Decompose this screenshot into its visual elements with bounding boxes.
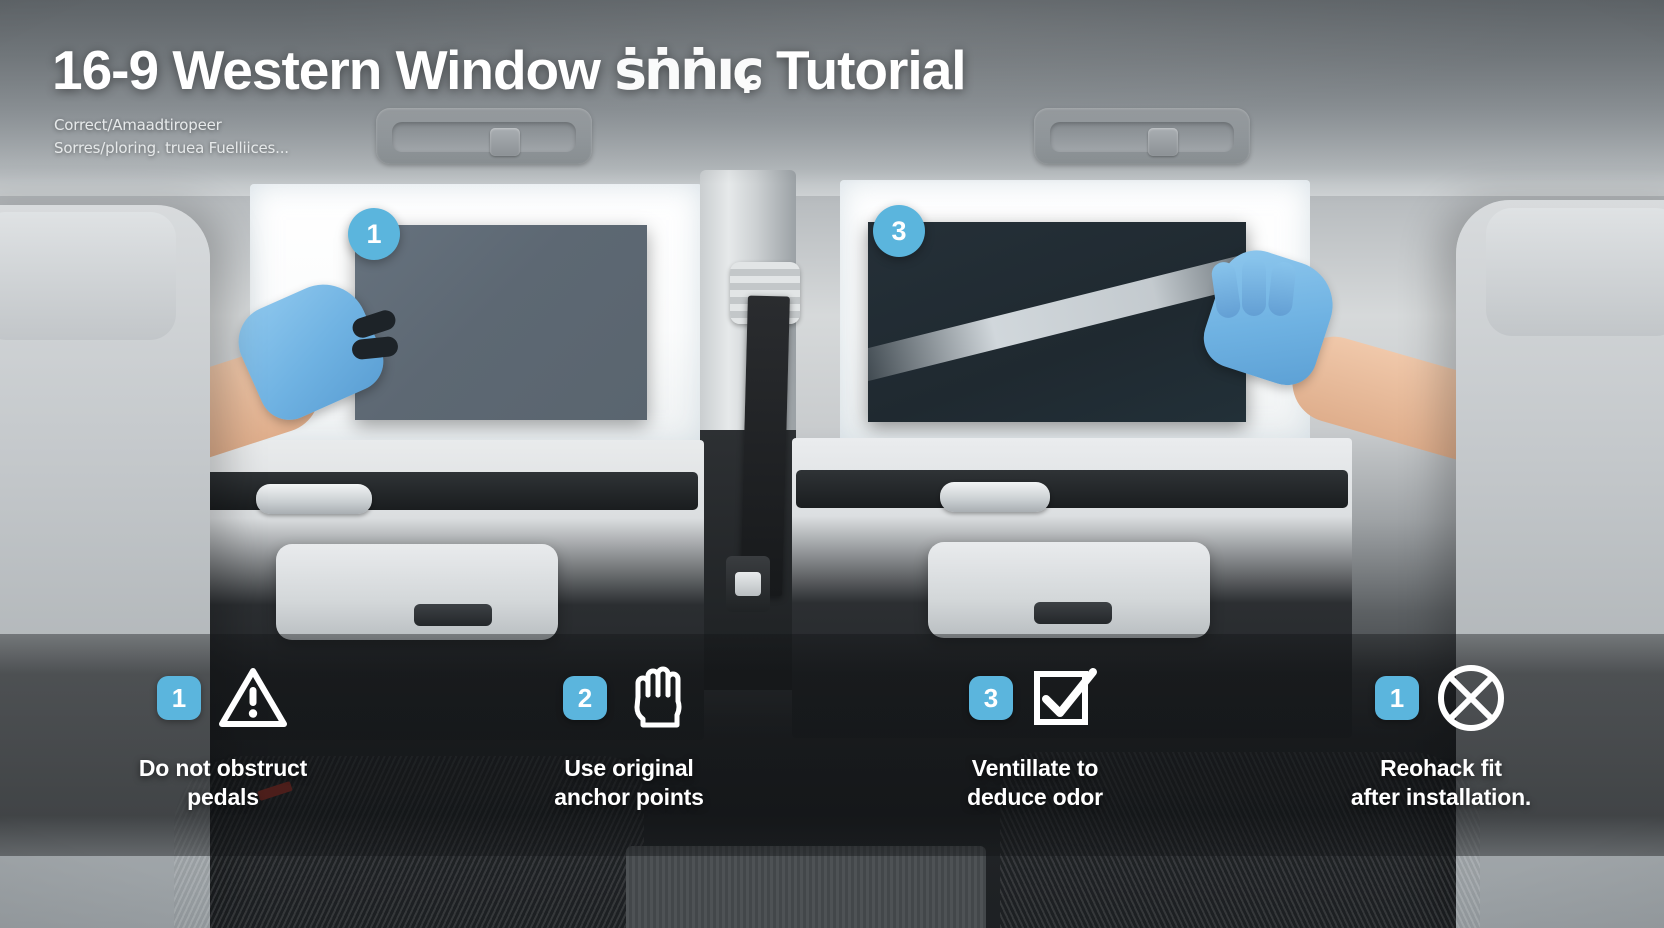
film-glare bbox=[868, 243, 1246, 389]
page-subtitle: Correct/Amaadtiropeer Sorres/ploring. tr… bbox=[54, 114, 289, 161]
grab-handle-left-tab bbox=[490, 128, 520, 156]
headrest-left bbox=[0, 212, 176, 340]
tip-1-number: 1 bbox=[157, 676, 201, 720]
page-title: 16-9 Western Window ṡṅṅıɕ Tutorial bbox=[52, 38, 967, 102]
tip-3-label: Ventillate to deduce odor bbox=[967, 755, 1103, 810]
step-badge-3: 3 bbox=[873, 205, 925, 257]
seatbelt-buckle bbox=[726, 556, 770, 612]
tip-item-4: 1 Reohack fit after installation. bbox=[1276, 660, 1606, 812]
tint-film-left bbox=[355, 225, 647, 420]
tip-4-number: 1 bbox=[1375, 676, 1419, 720]
right-door-trim bbox=[796, 470, 1348, 508]
circle-x-icon bbox=[1435, 662, 1507, 734]
right-window-switch-panel bbox=[1034, 602, 1112, 624]
glove-right-finger-2 bbox=[1242, 258, 1266, 316]
footer-overlay-strip bbox=[0, 634, 1664, 856]
tip-4-label: Reohack fit after installation. bbox=[1350, 755, 1532, 810]
page-title-suffix: Tutorial bbox=[761, 39, 967, 101]
tint-film-right bbox=[868, 222, 1246, 422]
page-subtitle-line-1: Correct/Amaadtiropeer bbox=[54, 116, 222, 134]
grab-handle-right-tab bbox=[1148, 128, 1178, 156]
tip-4-header: 1 bbox=[1375, 660, 1507, 736]
tips-row: 1 Do not obstruct pedals 2 bbox=[0, 660, 1664, 860]
step-badge-1: 1 bbox=[348, 208, 400, 260]
floor-mat bbox=[626, 846, 986, 928]
tip-2-number: 2 bbox=[563, 676, 607, 720]
left-door-handle bbox=[256, 484, 372, 514]
page-title-prefix: 16-9 Western Window bbox=[52, 39, 615, 101]
warning-triangle-icon bbox=[217, 662, 289, 734]
tip-3-number: 3 bbox=[969, 676, 1013, 720]
tip-2-header: 2 bbox=[563, 660, 695, 736]
checkbox-check-icon bbox=[1029, 662, 1101, 734]
tip-3-header: 3 bbox=[969, 660, 1101, 736]
tip-1-header: 1 bbox=[157, 660, 289, 736]
page-subtitle-line-2: Sorres/ploring. truea Fuelliices... bbox=[54, 139, 289, 158]
left-window-switch-panel bbox=[414, 604, 492, 626]
left-door-trim bbox=[138, 472, 698, 510]
tip-2-label: Use original anchor points bbox=[554, 755, 704, 810]
tip-1-label: Do not obstruct pedals bbox=[138, 755, 308, 810]
tip-item-3: 3 Ventillate to deduce odor bbox=[870, 660, 1200, 812]
seatbelt-webbing bbox=[740, 295, 790, 597]
headrest-right bbox=[1486, 208, 1664, 336]
right-door-handle bbox=[940, 482, 1050, 512]
page-title-garbled-word: ṡṅṅıɕ bbox=[614, 38, 765, 102]
header-gradient-overlay bbox=[0, 0, 1664, 184]
tip-item-2: 2 Use original anchor points bbox=[464, 660, 794, 812]
glove-hand-icon bbox=[623, 662, 695, 734]
tip-item-1: 1 Do not obstruct pedals bbox=[58, 660, 388, 812]
